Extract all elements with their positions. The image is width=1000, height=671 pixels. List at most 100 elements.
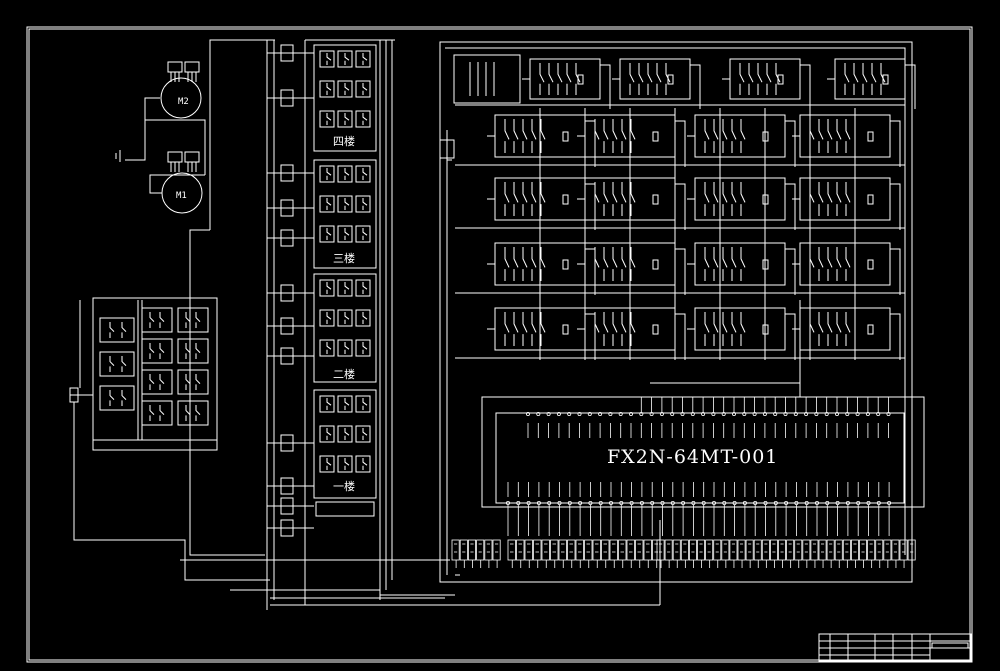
contact-symbol [621, 312, 627, 346]
contact-symbol [809, 182, 815, 216]
plc-input-terminal [794, 500, 799, 505]
relay-module [694, 177, 786, 221]
terminal-block-mark [877, 543, 881, 553]
contact-symbol [326, 168, 332, 180]
plc-output-terminal [732, 411, 737, 416]
terminal-block-mark [629, 543, 633, 553]
plc-output-terminal [804, 411, 809, 416]
terminal-block-mark [478, 543, 482, 553]
contact-symbol [522, 247, 528, 281]
contact-symbol [149, 343, 155, 359]
terminal-block-mark [723, 543, 727, 553]
terminal-block-mark [910, 543, 914, 553]
plc-output-terminal [865, 411, 870, 416]
terminal-block-mark [535, 543, 539, 553]
coil-symbol [652, 324, 659, 335]
terminal-block [635, 539, 644, 561]
contact-symbol [818, 119, 824, 153]
call-panel-bus [137, 300, 143, 440]
plc-input-terminal [753, 500, 758, 505]
terminal-block [476, 539, 485, 561]
relay-lead [785, 248, 796, 295]
floor-contact-cell [319, 80, 335, 98]
terminal-block [786, 539, 795, 561]
contact-symbol [326, 398, 332, 410]
coil-symbol [577, 74, 584, 85]
plc-input-terminal [526, 500, 531, 505]
contact-symbol [740, 119, 746, 153]
floor-contact-cell [319, 110, 335, 128]
contact-symbol [630, 247, 636, 281]
plc-input-terminal [536, 500, 541, 505]
plc-input-terminal [701, 500, 706, 505]
relay-module [799, 242, 891, 286]
contact-symbol [159, 312, 165, 328]
plc-input-terminal [670, 500, 675, 505]
relay-module [694, 114, 786, 158]
terminal-block [907, 539, 916, 561]
terminal-strip [451, 539, 916, 568]
contact-symbol [344, 282, 350, 294]
terminal-block [601, 539, 610, 561]
terminal-block [810, 539, 819, 561]
plc-output-terminal [886, 411, 891, 416]
contact-symbol [326, 53, 332, 65]
plc-output-terminal [783, 411, 788, 416]
contact-symbol [344, 113, 350, 125]
plc-output-terminal [876, 411, 881, 416]
terminal-block-mark [691, 543, 695, 553]
contact-symbol [844, 63, 850, 95]
terminal-block [842, 539, 851, 561]
plc-body [495, 412, 905, 504]
contact-symbol [704, 119, 710, 153]
contact-symbol [344, 458, 350, 470]
contact-symbol [836, 119, 842, 153]
contact-symbol [195, 405, 201, 421]
plc-input-terminal [887, 500, 892, 505]
terminal-block-mark [812, 543, 816, 553]
plc-output-terminal [556, 411, 561, 416]
plc-input-terminal [619, 500, 624, 505]
contact-symbol [185, 312, 191, 328]
contact-symbol [809, 312, 815, 346]
terminal-block [652, 539, 661, 561]
plc-input-terminal [578, 500, 583, 505]
hall-call-panel [69, 297, 270, 581]
terminal-block-mark [772, 543, 776, 553]
floor-contact-cell [355, 309, 371, 327]
terminal-block-mark [470, 543, 474, 553]
plc-output-terminal [598, 411, 603, 416]
contact-symbol [713, 182, 719, 216]
terminal-block-mark [756, 543, 760, 553]
plc-output-terminal [773, 411, 778, 416]
terminal-block-mark [821, 543, 825, 553]
motor-m2-label: M2 [178, 97, 189, 107]
contact-symbol [531, 312, 537, 346]
contact-symbol [109, 322, 115, 338]
contact-symbol [722, 119, 728, 153]
terminal-block [533, 539, 542, 561]
floor-contact-cell [337, 455, 353, 473]
contact-symbol [740, 182, 746, 216]
plc-output-terminal [649, 411, 654, 416]
contact-symbol [344, 428, 350, 440]
plc-output-terminal [701, 411, 706, 416]
contact-symbol [344, 83, 350, 95]
terminal-block-mark [569, 543, 573, 553]
floor-contact-cell [355, 395, 371, 413]
contact-symbol [513, 119, 519, 153]
terminal-block-mark [837, 543, 841, 553]
floor-contact-cell [337, 279, 353, 297]
contact-symbol [809, 119, 815, 153]
terminal-block-mark [731, 543, 735, 553]
terminal-block-mark [659, 543, 663, 553]
floor-contact-cell [337, 110, 353, 128]
terminal-block-mark [893, 543, 897, 553]
contact-symbol [638, 63, 644, 95]
contact-symbol [344, 53, 350, 65]
contact-symbol [522, 312, 528, 346]
floor-contact-cell [355, 279, 371, 297]
contact-symbol [845, 247, 851, 281]
terminal-block-mark [780, 543, 784, 553]
outer-frame [26, 26, 973, 663]
